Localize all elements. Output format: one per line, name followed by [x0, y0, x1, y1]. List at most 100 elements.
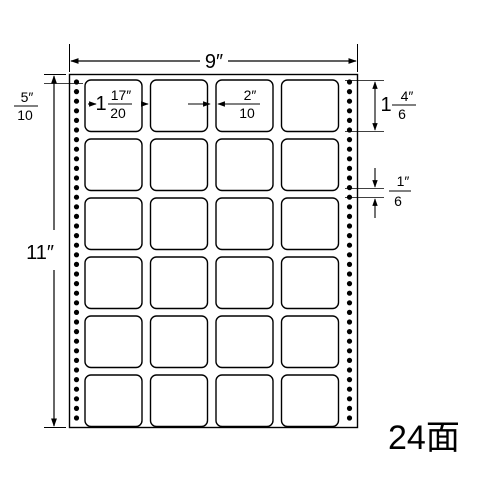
height-label: 11″	[26, 242, 54, 264]
feed-hole	[73, 213, 80, 219]
label-cell	[149, 138, 209, 192]
label-cell	[280, 197, 340, 251]
label-cell	[280, 138, 340, 192]
label-height-num: 4″	[401, 88, 414, 104]
feed-hole	[346, 377, 353, 383]
feed-hole	[73, 89, 80, 95]
feed-hole	[346, 204, 353, 210]
feed-hole	[73, 146, 80, 152]
feed-hole	[346, 223, 353, 229]
label-cell	[149, 374, 209, 428]
label-cell	[215, 138, 274, 192]
feed-hole	[73, 357, 80, 363]
row-gap-den: 6	[394, 193, 402, 209]
feed-hole	[73, 156, 80, 162]
feed-hole	[73, 127, 80, 133]
label-cell	[280, 256, 340, 310]
feed-hole	[346, 329, 353, 335]
label-width-num: 17″	[111, 87, 132, 103]
feed-hole	[346, 338, 353, 344]
feed-hole	[73, 204, 80, 210]
feed-hole	[73, 290, 80, 296]
label-height-den: 6	[398, 106, 406, 122]
label-cell	[215, 374, 274, 428]
label-cell	[149, 79, 209, 133]
label-grid	[84, 79, 340, 428]
feed-hole	[346, 165, 353, 171]
label-height-dimension: 1 4″ 6	[345, 80, 416, 132]
feed-hole	[73, 117, 80, 123]
feed-hole	[73, 194, 80, 200]
column-gap-den: 10	[239, 105, 255, 121]
feed-hole	[73, 329, 80, 335]
feed-hole	[73, 165, 80, 171]
label-cell	[280, 374, 340, 428]
width-dimension: 9″	[69, 44, 358, 73]
feed-hole	[73, 367, 80, 373]
label-cell	[215, 197, 274, 251]
label-cell	[149, 256, 209, 310]
feed-hole	[73, 309, 80, 315]
row-gap-num: 1″	[397, 173, 410, 189]
feed-hole	[73, 377, 80, 383]
feed-hole	[73, 233, 80, 239]
feed-hole	[346, 89, 353, 95]
top-margin-num: 5″	[21, 89, 34, 105]
feed-hole	[73, 223, 80, 229]
feed-hole	[73, 348, 80, 354]
feed-hole	[73, 137, 80, 143]
label-cell	[84, 138, 143, 192]
feed-hole	[346, 319, 353, 325]
column-gap-dimension: 2″ 10	[188, 87, 260, 121]
label-cell	[149, 197, 209, 251]
feed-hole	[346, 98, 353, 104]
feed-hole	[346, 137, 353, 143]
feed-hole	[73, 175, 80, 181]
feed-hole	[73, 98, 80, 104]
feed-hole	[346, 233, 353, 239]
label-cell	[215, 79, 274, 133]
feed-hole	[346, 261, 353, 267]
feed-hole	[346, 367, 353, 373]
feed-hole	[346, 146, 353, 152]
feed-hole	[73, 319, 80, 325]
feed-hole	[346, 185, 353, 191]
feed-hole	[346, 357, 353, 363]
label-cell	[84, 197, 143, 251]
label-cell	[215, 315, 274, 369]
height-dimension: 11″	[26, 74, 66, 428]
feed-hole	[73, 281, 80, 287]
width-label: 9″	[205, 51, 223, 73]
top-margin-den: 10	[17, 107, 33, 123]
feed-hole	[346, 290, 353, 296]
feed-hole	[346, 252, 353, 258]
label-cell	[280, 79, 340, 133]
label-cell	[149, 315, 209, 369]
column-gap-num: 2″	[244, 87, 257, 103]
feed-hole	[73, 396, 80, 402]
feed-hole	[73, 338, 80, 344]
feed-hole	[346, 396, 353, 402]
feed-hole	[73, 415, 80, 421]
top-margin-dimension: 5″ 10	[14, 83, 83, 123]
label-cell	[280, 315, 340, 369]
feed-hole	[73, 386, 80, 392]
feed-hole	[346, 108, 353, 114]
row-gap-dimension: 1″ 6	[345, 168, 411, 218]
feed-hole	[73, 271, 80, 277]
feed-hole	[346, 213, 353, 219]
feed-hole	[73, 108, 80, 114]
feed-hole	[346, 405, 353, 411]
label-height-whole: 1	[380, 94, 391, 116]
label-width-dimension: 1 17″ 20	[88, 87, 149, 121]
feed-holes-right	[346, 79, 353, 421]
label-cell	[84, 315, 143, 369]
feed-hole	[73, 300, 80, 306]
feed-hole	[346, 300, 353, 306]
feed-hole	[73, 185, 80, 191]
feed-hole	[346, 242, 353, 248]
feed-hole	[73, 252, 80, 258]
feed-hole	[346, 117, 353, 123]
sheet-outline	[68, 73, 359, 429]
